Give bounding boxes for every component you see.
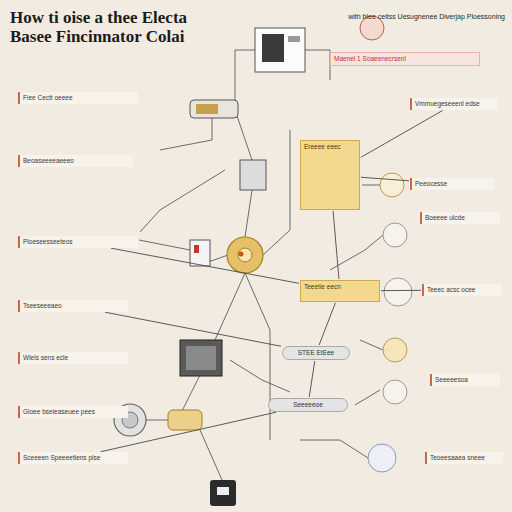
connector [319, 303, 335, 345]
node-text: Teeetie eecn [304, 283, 376, 291]
wire [139, 240, 190, 250]
wire [235, 50, 255, 100]
node-text: Maenel 1 Soaeenecrsenl [334, 55, 476, 63]
connector [333, 211, 339, 279]
device-box [240, 160, 266, 190]
subtitle-note: with blee ceitss Uesugnenee Diverjap Plo… [330, 12, 505, 21]
node-text: Teeec acsc ocee [427, 286, 499, 294]
label-strip: Teoeesaaea sneee [425, 452, 503, 464]
wire [230, 360, 290, 392]
wire [245, 273, 270, 440]
wire [245, 190, 252, 237]
wire [362, 185, 380, 186]
gear-hub [238, 248, 252, 262]
label-strip: Tseeseeeaeo [18, 300, 128, 312]
wire [360, 340, 383, 350]
device-box [190, 240, 210, 266]
wire [263, 130, 290, 255]
node-text: Boeeee ulcde [425, 214, 497, 222]
device-part [288, 36, 300, 42]
device-box [255, 28, 305, 72]
black-box [210, 480, 236, 506]
label-strip: Beoaseeeeaeeeo [18, 155, 133, 167]
gear-icon [227, 237, 263, 273]
node-text: Fiee Cectt oeeee [23, 94, 135, 102]
heading-label: Maenel 1 Soaeenecrsenl [330, 52, 480, 66]
connector [309, 361, 315, 397]
node-text: Gloee bseieaseuee pees [23, 408, 125, 416]
node-text: Seeeeeoe [272, 401, 344, 409]
node-text: Ploeseesseeteos [23, 238, 135, 246]
node-text: Tseeseeeaeo [23, 302, 125, 310]
device-box [190, 100, 238, 118]
wire [305, 50, 330, 80]
node-text: Ereeee eeec [304, 143, 356, 151]
node-text: Teoeesaaea sneee [430, 454, 500, 462]
label-strip: Seeeeesoa [430, 374, 500, 386]
wire [140, 170, 225, 232]
chip-core [186, 346, 216, 370]
label-strip: Vmmuegeseeenl edse [410, 98, 498, 110]
connector [361, 177, 409, 181]
label-strip: Sceeeen Speeeetiens plse [18, 452, 128, 464]
device-box [168, 410, 202, 430]
connector [105, 312, 281, 346]
wire [355, 390, 380, 405]
wire [215, 273, 245, 340]
round-icon [384, 278, 412, 306]
devices [114, 16, 412, 506]
node-text: Beoaseeeeaeeeo [23, 157, 130, 165]
round-icon [368, 444, 396, 472]
node-text: Peeocesse [415, 180, 492, 188]
title: How ti oise a thee Electa Basee Fincinna… [10, 8, 225, 46]
pill-box: Seeeeeoe [268, 398, 348, 412]
black-box-window [217, 487, 229, 495]
device-part [196, 104, 218, 114]
gold-card: Teeetie eecn [300, 280, 380, 302]
label-strip: Teeec acsc ocee [422, 284, 502, 296]
round-icon [383, 223, 407, 247]
node-text: Vmmuegeseeenl edse [415, 100, 495, 108]
device-part [194, 245, 199, 253]
node-text: Sceeeen Speeeetiens plse [23, 454, 125, 462]
round-icon [383, 380, 407, 404]
node-text: Wlels sens ecle [23, 354, 125, 362]
label-strip: Boeeee ulcde [420, 212, 500, 224]
wire [200, 430, 222, 480]
connector [111, 248, 299, 283]
chip [180, 340, 222, 376]
wire [146, 420, 168, 421]
connector [101, 412, 276, 452]
label-strip: Wlels sens ecle [18, 352, 128, 364]
connector [361, 110, 443, 157]
gold-card: Ereeee eeec [300, 140, 360, 210]
wire [235, 110, 252, 160]
device-screen [262, 34, 284, 62]
label-strip: Ploeseesseeteos [18, 236, 138, 248]
node-text: Seeeeesoa [435, 376, 497, 384]
round-icon [380, 173, 404, 197]
pill-box: STEE EtEee [282, 346, 350, 360]
node-text: STEE EtEee [286, 349, 346, 357]
connector [381, 290, 421, 291]
wire [300, 440, 368, 458]
label-strip: Peeocesse [410, 178, 495, 190]
label-strip: Gloee bseieaseuee pees [18, 406, 128, 418]
gear-dot [239, 252, 244, 257]
round-icon [383, 338, 407, 362]
wire [180, 375, 200, 415]
label-strip: Fiee Cectt oeeee [18, 92, 138, 104]
